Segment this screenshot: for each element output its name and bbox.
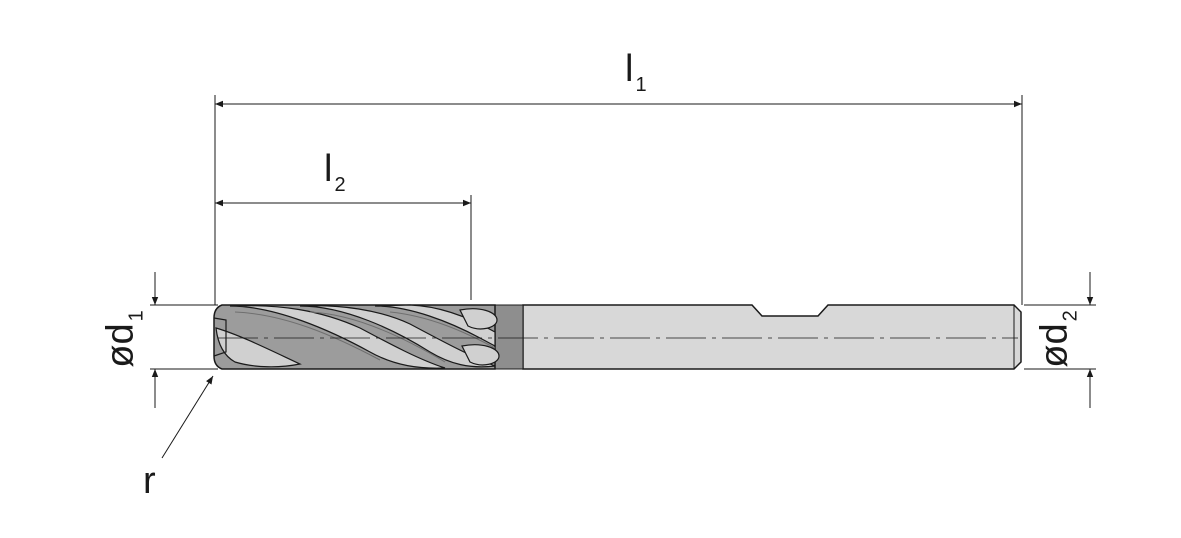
label-r: r [143,460,156,502]
flute-section [213,304,500,370]
shank [522,304,1022,370]
neck [494,304,524,370]
label-d1: ød1 [99,310,148,368]
leader-r [161,375,214,459]
label-d2: ød2 [1033,310,1082,368]
dimension-lines [151,100,1094,459]
